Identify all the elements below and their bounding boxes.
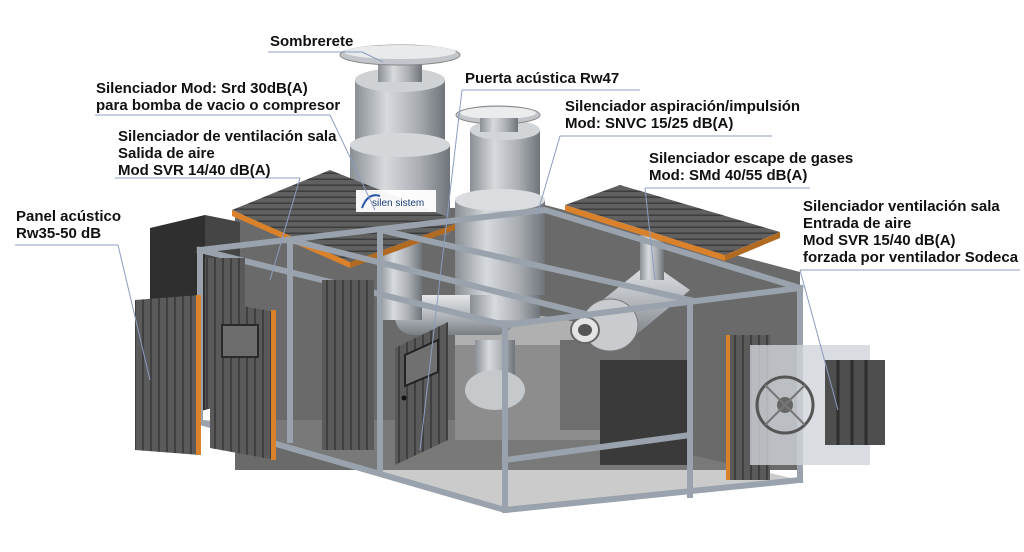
label-svr15-line-1: Silenciador ventilación sala xyxy=(803,198,1000,215)
label-srd-line-2: para bomba de vacio o compresor xyxy=(96,97,341,114)
label-sombrerete: Sombrerete xyxy=(270,33,353,50)
label-snvc-silencer: Silenciador aspiración/impulsión Mod: SN… xyxy=(565,98,800,132)
label-door-text: Puerta acústica Rw47 xyxy=(465,70,620,87)
label-svr14-line-1: Silenciador de ventilación sala xyxy=(118,128,337,145)
label-svr15-line-2: Entrada de aire xyxy=(803,215,912,232)
sodeca-fan-silencer xyxy=(750,345,885,465)
label-svr15-line-3: Mod SVR 15/40 dB(A) xyxy=(803,232,956,249)
label-svr14-line-3: Mod SVR 14/40 dB(A) xyxy=(118,162,271,179)
acoustic-door xyxy=(395,322,448,465)
logo-text: silen sistem xyxy=(372,198,424,209)
label-panel-line-2: Rw35-50 dB xyxy=(16,225,102,242)
label-panel-line-1: Panel acústico xyxy=(16,208,122,225)
label-srd-silencer: Silenciador Mod: Srd 30dB(A) para bomba … xyxy=(96,80,340,114)
label-acoustic-door: Puerta acústica Rw47 xyxy=(465,70,619,87)
label-snvc-line-2: Mod: SNVC 15/25 dB(A) xyxy=(565,115,734,132)
label-smd-silencer: Silenciador escape de gases Mod: SMd 40/… xyxy=(649,150,853,184)
label-srd-line-1: Silenciador Mod: Srd 30dB(A) xyxy=(96,80,308,97)
label-svr15-silencer: Silenciador ventilación sala Entrada de … xyxy=(803,198,1018,266)
label-smd-line-2: Mod: SMd 40/55 dB(A) xyxy=(649,167,808,184)
leader-lines xyxy=(15,51,1020,451)
label-snvc-line-1: Silenciador aspiración/impulsión xyxy=(565,98,801,115)
roof-panel-right xyxy=(565,185,780,261)
label-smd-line-1: Silenciador escape de gases xyxy=(649,150,854,167)
steel-frame xyxy=(196,206,804,514)
label-sombrerete-text: Sombrerete xyxy=(270,33,354,50)
acoustic-panels xyxy=(135,295,276,460)
silensistem-logo: silen sistem xyxy=(356,190,436,212)
label-svr15-line-4: forzada por ventilador Sodeca xyxy=(803,249,1019,266)
label-svr14-silencer: Silenciador de ventilación sala Salida d… xyxy=(118,128,336,179)
label-acoustic-panel: Panel acústico Rw35-50 dB xyxy=(16,208,121,242)
label-svr14-line-2: Salida de aire xyxy=(118,145,215,162)
